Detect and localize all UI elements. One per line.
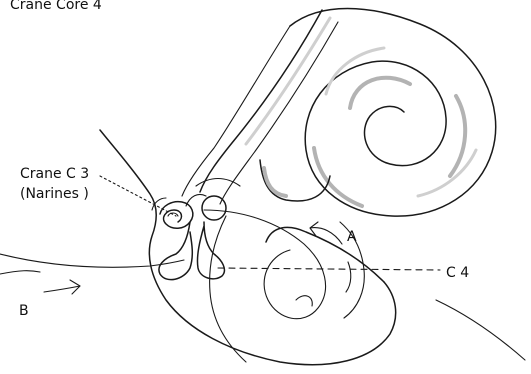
label-narines: (Narines )	[20, 186, 89, 202]
title-crane-core-4: Crane Core 4	[10, 0, 102, 13]
spiral-structure	[289, 7, 497, 217]
arrow-a	[309, 221, 343, 245]
c4-pointer-line	[217, 267, 441, 271]
label-c4: C 4	[446, 265, 469, 281]
rostrum-edges	[181, 9, 339, 205]
c3-pointer-line	[99, 175, 177, 217]
label-a: A	[347, 229, 357, 245]
label-b: B	[19, 303, 29, 319]
skull-contours	[0, 129, 526, 366]
narines-cluster	[151, 193, 227, 281]
arrow-b	[43, 279, 81, 295]
label-crane-c3: Crane C 3	[20, 166, 89, 182]
